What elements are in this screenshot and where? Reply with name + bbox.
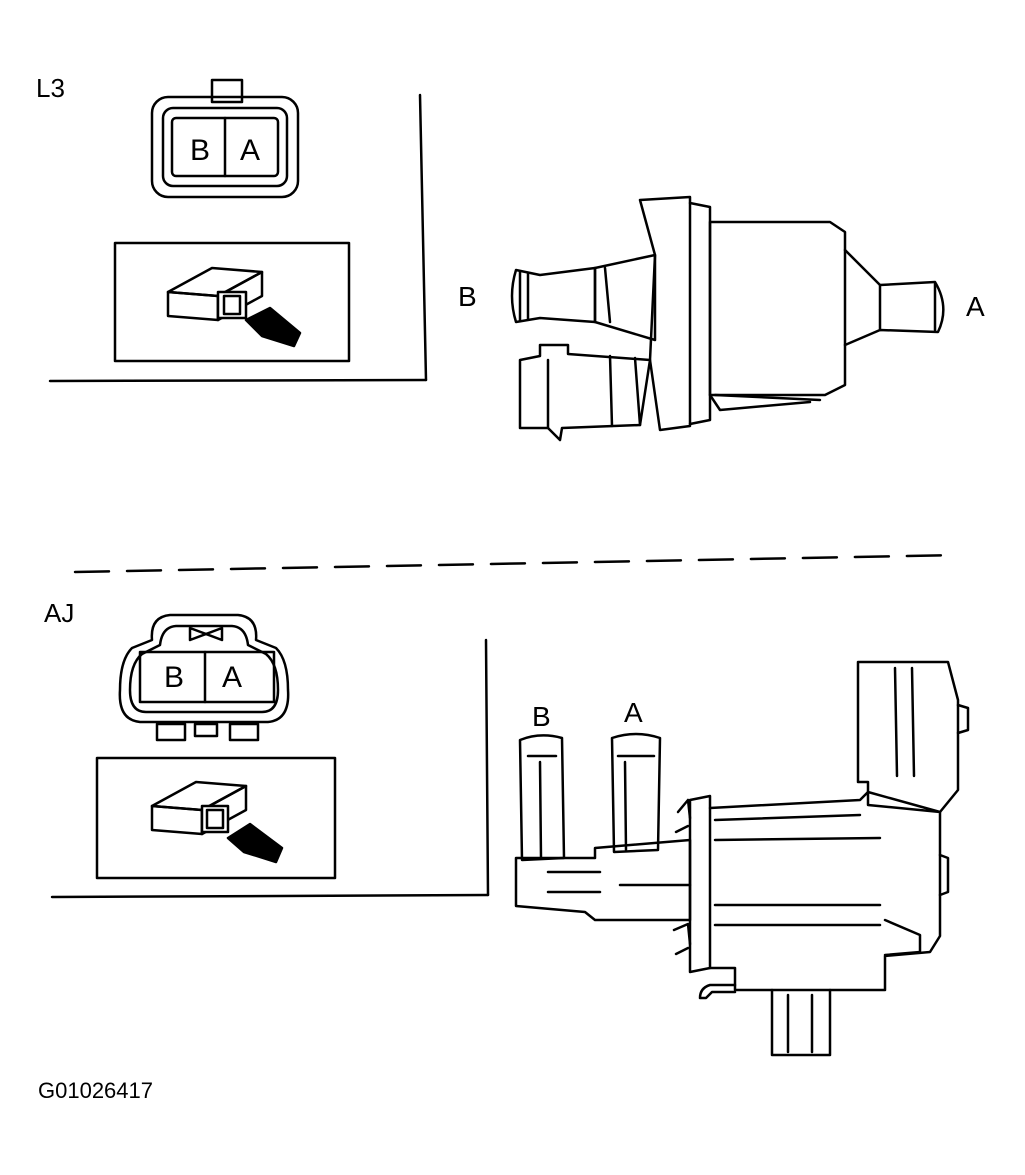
port-label-aj-b: B (532, 701, 551, 732)
connector-face-icon (118, 613, 290, 742)
port-label-l3-a: A (966, 291, 985, 322)
section-divider (73, 553, 960, 574)
connector-view-arrow-icon (113, 241, 351, 363)
port-label-l3-b: B (458, 281, 477, 312)
section-label-l3: L3 (36, 73, 65, 103)
pin-label-a: A (240, 134, 260, 167)
section-l3: L3 B A (36, 73, 985, 442)
section-aj: AJ B A (44, 598, 970, 1057)
valve-l3-icon (510, 195, 945, 442)
figure-code: G01026417 (38, 1078, 153, 1103)
section-label-aj: AJ (44, 598, 74, 628)
pin-label-b: B (164, 661, 184, 694)
pin-label-a: A (222, 661, 242, 694)
port-label-aj-a: A (624, 697, 643, 728)
valve-aj-icon (514, 660, 970, 1057)
pin-label-b: B (190, 134, 210, 167)
connector-view-arrow-icon (95, 756, 337, 880)
connector-face-icon (150, 78, 300, 199)
